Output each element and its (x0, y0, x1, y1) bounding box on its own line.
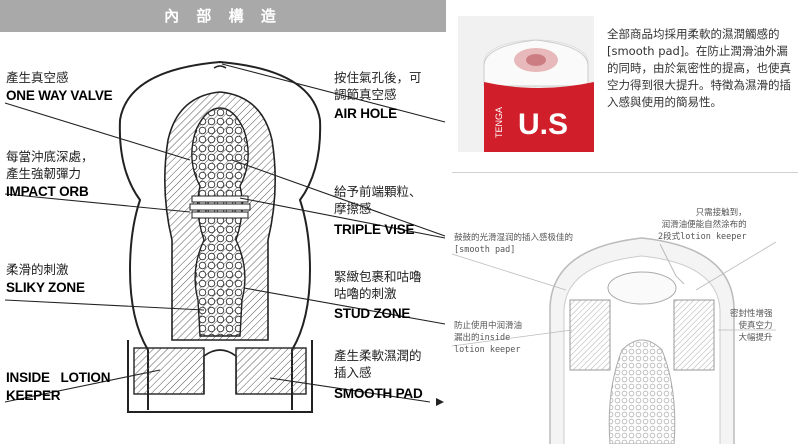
structure-panel: 內 部 構 造 (0, 0, 446, 413)
label-silky-zone-desc: 柔滑的刺激 (6, 262, 69, 277)
note-smooth-pad: 鼓鼓的光滑湿润的插入感极佳的 [smooth pad] (454, 233, 574, 255)
label-smooth-pad-desc: 產生柔軟濕潤的 插入感 (334, 348, 422, 380)
label-silky-zone: SLIKY ZONE (6, 280, 85, 295)
product-photo: U.S TENGA (458, 16, 594, 152)
inner-canal (191, 107, 249, 337)
label-triple-vise-desc: 給予前端顆粒、 摩擦感 (334, 184, 422, 216)
note-inside-lotion-keeper: 防止使用中润滑油 漏出的inside lotion keeper (454, 321, 523, 355)
label-stud-zone-desc: 緊緻包裹和咕嚕 咕嚕的刺激 (334, 269, 422, 301)
leader-lines (4, 63, 446, 403)
label-triple-vise: TRIPLE VISE (334, 222, 415, 237)
product-description: 全部商品均採用柔軟的濕潤觸感的[smooth pad]。在防止潤滑油外漏的同時，… (607, 27, 791, 109)
cross-section-diagram (4, 60, 446, 413)
brand-text: U.S (518, 108, 568, 141)
note-seal: 密封性增强 使真空力 大幅提升 (730, 309, 773, 343)
label-stud-zone: STUD ZONE (334, 306, 411, 321)
brand-vertical-text: TENGA (494, 107, 504, 138)
cup-outline (118, 60, 322, 410)
cross-section-illustration (451, 237, 777, 444)
note-lotion-keeper-top: 只需接触到， 润滑油便能自然涂布的 2段式lotion keeper (658, 208, 747, 242)
label-impact-orb-desc: 每當沖底深處， 產生強韌彈力 (6, 149, 94, 181)
label-inside-lotion-keeper: INSIDE LOTION KEEPER (6, 370, 111, 403)
label-one-way-valve-desc: 產生真空感 (6, 70, 69, 85)
label-impact-orb: IMPACT ORB (6, 184, 89, 199)
bottom-cap (127, 340, 313, 413)
label-air-hole: AIR HOLE (334, 106, 397, 121)
product-cup-illustration: U.S TENGA (458, 16, 594, 152)
section-divider (452, 172, 798, 173)
section-title: 內 部 構 造 (0, 0, 446, 32)
label-one-way-valve: ONE WAY VALVE (6, 88, 113, 103)
label-air-hole-desc: 按住氣孔後，可 調節真空感 (334, 70, 422, 102)
label-smooth-pad: SMOOTH PAD (334, 386, 423, 401)
